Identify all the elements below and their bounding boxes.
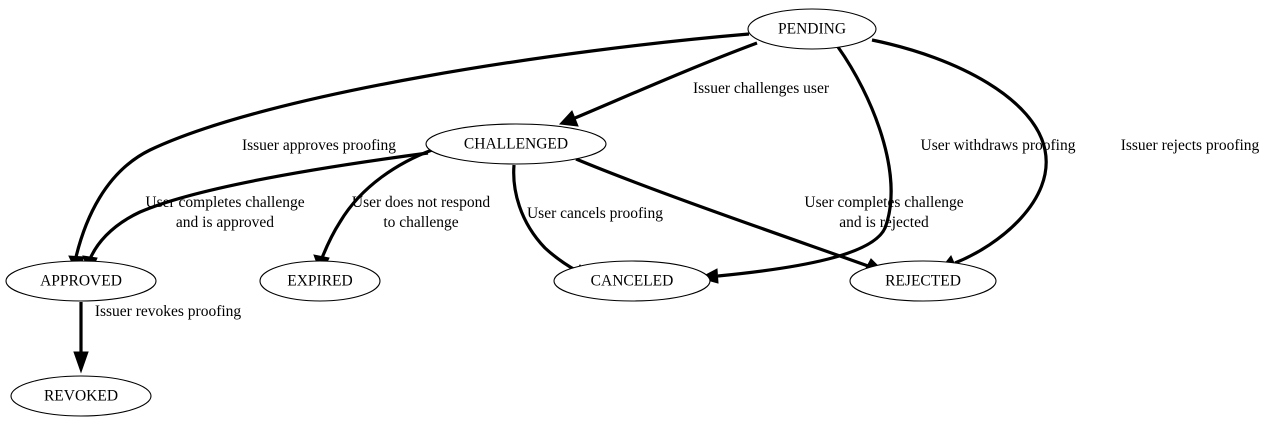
edge-pending-challenged	[558, 41, 758, 127]
edge-label-approved-revoked: Issuer revokes proofing	[95, 303, 242, 320]
node-pending[interactable]: PENDING	[747, 8, 877, 50]
svg-text:and is rejected: and is rejected	[839, 214, 929, 231]
node-challenged[interactable]: CHALLENGED	[425, 123, 607, 165]
svg-text:to challenge: to challenge	[383, 214, 458, 231]
edge-pending-rejected	[871, 38, 1048, 271]
node-canceled-label: CANCELED	[591, 273, 674, 290]
node-approved[interactable]: APPROVED	[5, 260, 157, 302]
edge-pending-approved	[68, 32, 750, 275]
node-canceled[interactable]: CANCELED	[553, 260, 711, 302]
node-challenged-label: CHALLENGED	[464, 136, 568, 153]
edge-label-pending-rejected: Issuer rejects proofing	[1121, 137, 1260, 154]
svg-text:User completes challenge: User completes challenge	[804, 194, 963, 211]
edge-approved-revoked	[73, 302, 89, 374]
node-pending-label: PENDING	[778, 21, 846, 38]
edge-label-pending-approved: Issuer approves proofing	[242, 137, 396, 154]
edge-label-pending-canceled: User withdraws proofing	[921, 137, 1076, 154]
edge-label-challenged-expired: User does not respond to challenge	[352, 194, 490, 231]
edge-label-challenged-canceled: User cancels proofing	[527, 205, 663, 222]
edge-challenged-expired	[313, 148, 433, 276]
edge-label-challenged-approved: User completes challenge and is approved	[145, 194, 304, 231]
node-revoked-label: REVOKED	[44, 388, 118, 405]
svg-text:User does not respond: User does not respond	[352, 194, 490, 211]
svg-text:User completes challenge: User completes challenge	[145, 194, 304, 211]
node-expired[interactable]: EXPIRED	[259, 260, 381, 302]
node-revoked[interactable]: REVOKED	[10, 375, 152, 417]
node-rejected[interactable]: REJECTED	[849, 260, 997, 302]
edge-label-challenged-rejected: User completes challenge and is rejected	[804, 194, 963, 231]
node-expired-label: EXPIRED	[287, 273, 352, 290]
svg-text:and is approved: and is approved	[176, 214, 274, 231]
edge-challenged-canceled	[512, 164, 593, 281]
edge-label-pending-challenged: Issuer challenges user	[693, 80, 830, 97]
node-approved-label: APPROVED	[40, 273, 122, 290]
node-rejected-label: REJECTED	[885, 273, 961, 290]
